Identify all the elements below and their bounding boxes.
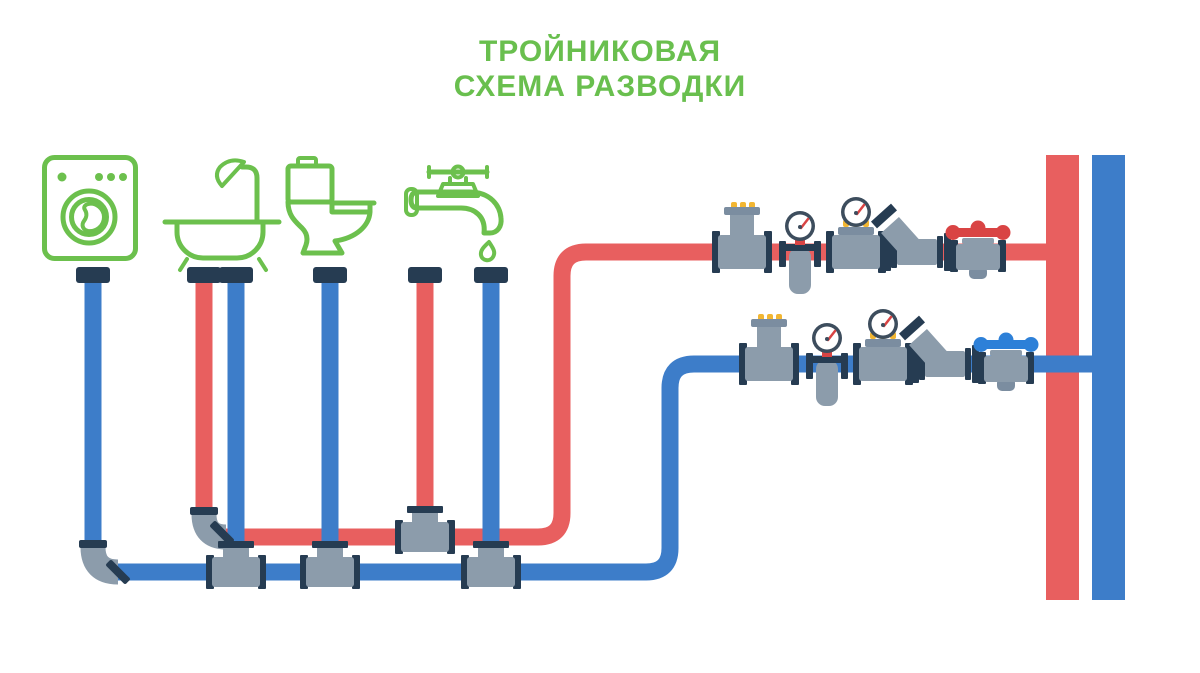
toilet-icon xyxy=(285,156,377,256)
pipe-cap xyxy=(187,267,221,283)
page-title: ТРОЙНИКОВАЯ СХЕМА РАЗВОДКИ xyxy=(0,34,1200,104)
pressure-gauge-icon xyxy=(779,211,821,294)
y-strainer-icon xyxy=(898,315,979,383)
shutoff-valve-icon xyxy=(945,220,1011,279)
hot-water-riser xyxy=(1046,155,1079,600)
pipe-cap xyxy=(76,267,110,283)
cold-line-valve-assembly xyxy=(739,309,1039,406)
cold-water-pipes xyxy=(84,281,1110,581)
washing-machine-icon xyxy=(42,155,138,261)
flanged-tee-cap-icon xyxy=(712,202,772,273)
pipe-cap xyxy=(313,267,347,283)
pipe-tee-fitting xyxy=(300,541,360,589)
pipe-cap xyxy=(408,267,442,283)
shutoff-valve-icon xyxy=(973,332,1039,391)
pipe-cap xyxy=(219,267,253,283)
pipe-tee-fitting xyxy=(461,541,521,589)
bathtub-shower-icon xyxy=(162,158,282,272)
pipe-elbow-fitting xyxy=(190,507,234,550)
flanged-tee-cap-icon xyxy=(739,314,799,385)
y-strainer-icon xyxy=(870,203,951,271)
pressure-gauge-icon xyxy=(806,323,848,406)
pipe-cap xyxy=(474,267,508,283)
title-line-1: ТРОЙНИКОВАЯ xyxy=(478,35,722,68)
faucet-icon xyxy=(404,164,504,263)
pipe-elbow-fitting xyxy=(79,540,130,585)
pressure-gauge-icon xyxy=(826,197,886,273)
hot-line-valve-assembly xyxy=(712,197,1011,294)
pressure-gauge-icon xyxy=(853,309,913,385)
pipe-tee-fitting xyxy=(395,506,455,554)
title-line-2: СХЕМА РАЗВОДКИ xyxy=(453,70,747,103)
cold-water-riser xyxy=(1092,155,1125,600)
pipe-tee-fitting xyxy=(206,541,266,589)
